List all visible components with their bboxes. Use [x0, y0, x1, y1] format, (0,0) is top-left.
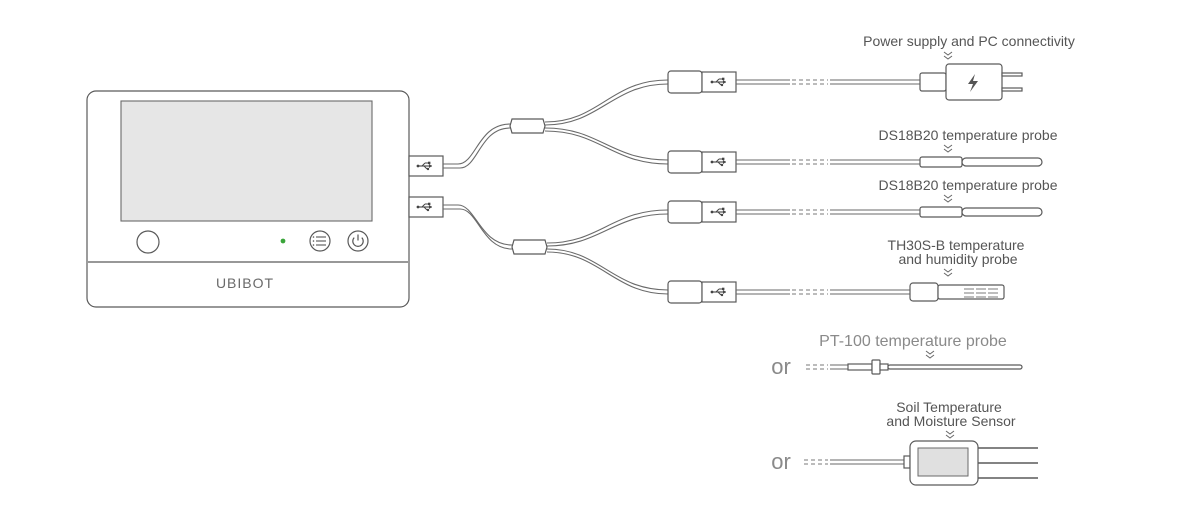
or-label-1: or — [771, 354, 791, 379]
chevron-down-icon — [943, 194, 953, 203]
dashed-cable-segments — [792, 79, 828, 465]
chevron-down-icon — [945, 430, 955, 439]
label-soil-line2: and Moisture Sensor — [886, 413, 1016, 429]
usb-connector-row-4 — [667, 280, 790, 304]
menu-icon[interactable] — [309, 230, 331, 252]
or-label-2: or — [771, 449, 791, 474]
usb-connector-row-2 — [667, 150, 790, 174]
label-pt100: PT-100 temperature probe — [819, 333, 1007, 350]
label-ds18b20-2: DS18B20 temperature probe — [879, 177, 1058, 193]
label-soil-line1: Soil Temperature — [896, 399, 1002, 415]
device-brand: UBIBOT — [216, 275, 274, 291]
status-led — [280, 238, 286, 244]
label-th30s-b-line2: and humidity probe — [898, 251, 1017, 267]
chevron-down-icon — [925, 350, 935, 359]
label-th30s-b-line1: TH30S-B temperature — [888, 237, 1025, 253]
splitter-cables — [443, 79, 669, 295]
label-power: Power supply and PC connectivity — [863, 33, 1075, 49]
pt100-probe — [830, 359, 1023, 375]
th30s-b-probe — [830, 282, 1005, 302]
y-splitter-2 — [511, 239, 548, 255]
usb-connector-row-3 — [667, 200, 790, 224]
ds18b20-probe-1 — [830, 156, 1043, 168]
soil-sensor — [830, 440, 1038, 486]
power-icon[interactable] — [347, 230, 369, 252]
ds18b20-probe-2 — [830, 206, 1043, 218]
chevron-down-icon — [943, 144, 953, 153]
usb-port-2[interactable] — [408, 196, 444, 218]
device-screen — [120, 100, 373, 222]
ubibot-device: UBIBOT — [86, 90, 444, 308]
y-splitter-1 — [509, 118, 546, 134]
label-ds18b20-1: DS18B20 temperature probe — [879, 127, 1058, 143]
chevron-down-icon — [943, 51, 953, 60]
usb-connector-row-1 — [667, 70, 790, 94]
device-round-button[interactable] — [136, 230, 160, 254]
power-adapter — [830, 63, 1023, 101]
usb-port-1[interactable] — [408, 155, 444, 177]
chevron-down-icon — [943, 268, 953, 277]
lightning-icon — [968, 74, 978, 92]
